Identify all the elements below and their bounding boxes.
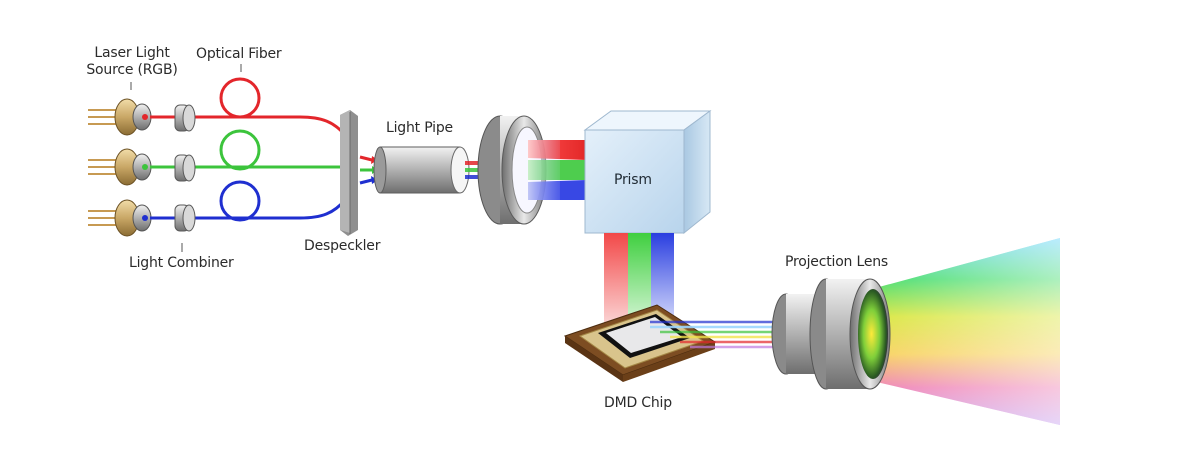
prism-input-beams bbox=[528, 140, 586, 200]
combiner-lens-icon bbox=[174, 104, 196, 232]
prism-cube-icon bbox=[583, 110, 712, 235]
despeckler-label: Despeckler bbox=[304, 238, 381, 254]
prism-label: Prism bbox=[614, 172, 652, 188]
projection-lens-icon bbox=[771, 238, 1060, 425]
dmd-chip-label: DMD Chip bbox=[604, 395, 672, 411]
chip-output-beams bbox=[650, 320, 775, 349]
projection-lens-label: Projection Lens bbox=[785, 254, 889, 270]
laser-diode-icon bbox=[88, 98, 152, 237]
leader-lines bbox=[130, 64, 242, 252]
light-pipe-label: Light Pipe bbox=[386, 120, 453, 136]
laser-source-label: Laser Light Source (RGB) bbox=[84, 45, 180, 79]
laser-source-label-line2: Source (RGB) bbox=[86, 62, 178, 78]
laser-source-label-line1: Laser Light bbox=[94, 45, 170, 61]
despeckler-output-beams bbox=[359, 155, 378, 185]
light-combiner-label: Light Combiner bbox=[129, 255, 234, 271]
prism-output-beams bbox=[604, 233, 674, 323]
fiber-loop-icon bbox=[219, 77, 261, 222]
optical-fiber-label: Optical Fiber bbox=[196, 46, 282, 62]
dmd-chip-icon bbox=[563, 304, 717, 382]
despeckler-plate-icon bbox=[340, 110, 358, 236]
light-pipe-icon bbox=[373, 146, 470, 194]
